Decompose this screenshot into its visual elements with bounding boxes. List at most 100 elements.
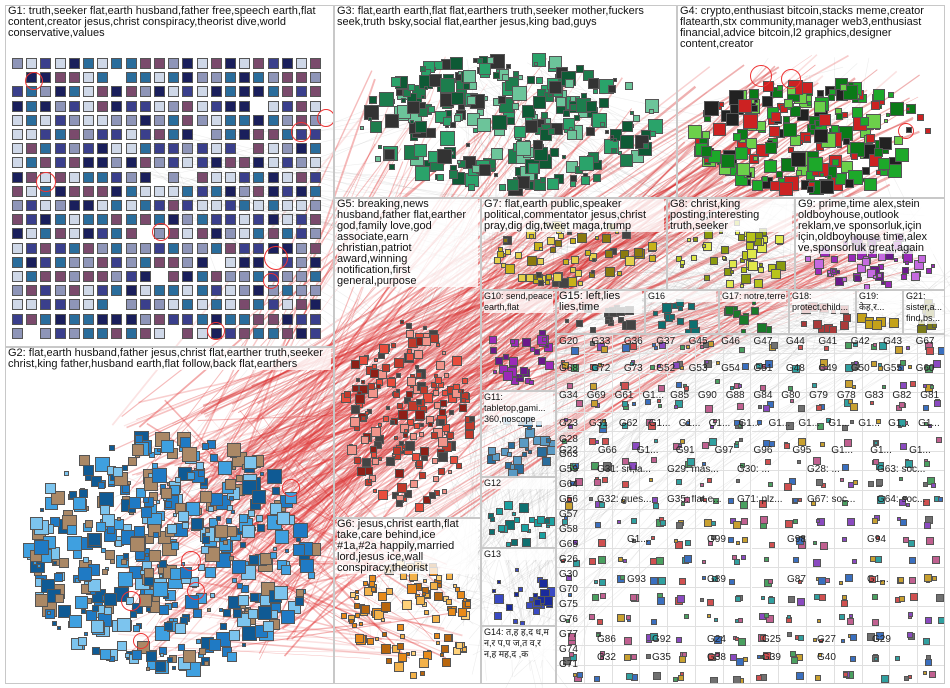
graph-node[interactable] (650, 577, 658, 585)
graph-node[interactable] (536, 77, 543, 84)
graph-node[interactable] (122, 485, 130, 493)
graph-node[interactable] (55, 200, 66, 211)
graph-node[interactable] (895, 656, 900, 661)
graph-node[interactable] (168, 243, 179, 254)
graph-node[interactable] (924, 574, 932, 582)
graph-node[interactable] (98, 482, 105, 489)
graph-node[interactable] (97, 129, 108, 140)
graph-node[interactable] (873, 89, 885, 101)
graph-node[interactable] (437, 174, 444, 181)
graph-node[interactable] (132, 444, 144, 456)
graph-node[interactable] (397, 403, 403, 409)
graph-node[interactable] (268, 86, 279, 97)
graph-node[interactable] (611, 148, 617, 154)
graph-node[interactable] (936, 437, 942, 443)
graph-node[interactable] (541, 112, 548, 119)
graph-node[interactable] (282, 214, 293, 225)
graph-node[interactable] (69, 143, 80, 154)
graph-node[interactable] (126, 299, 137, 310)
graph-node[interactable] (379, 92, 394, 107)
graph-node[interactable] (533, 140, 543, 150)
graph-node[interactable] (69, 328, 80, 339)
graph-node[interactable] (225, 328, 236, 339)
graph-node[interactable] (705, 405, 713, 413)
graph-node[interactable] (130, 537, 145, 552)
graph-node[interactable] (877, 273, 882, 278)
graph-node[interactable] (225, 72, 236, 83)
graph-node[interactable] (890, 102, 904, 116)
graph-node[interactable] (127, 481, 131, 485)
graph-node[interactable] (502, 74, 509, 81)
graph-node[interactable] (458, 608, 467, 617)
graph-node[interactable] (310, 72, 321, 83)
graph-node[interactable] (669, 314, 675, 320)
graph-node[interactable] (69, 172, 80, 183)
graph-node[interactable] (111, 243, 122, 254)
graph-node[interactable] (874, 148, 883, 157)
graph-node[interactable] (296, 257, 307, 268)
graph-node[interactable] (370, 369, 379, 378)
graph-node[interactable] (760, 516, 768, 524)
graph-node[interactable] (146, 667, 150, 671)
graph-node[interactable] (225, 200, 236, 211)
graph-node[interactable] (816, 479, 823, 486)
graph-node[interactable] (707, 478, 712, 483)
graph-node[interactable] (140, 72, 151, 83)
graph-node[interactable] (726, 113, 739, 126)
graph-node[interactable] (440, 78, 455, 93)
graph-node[interactable] (654, 439, 658, 443)
graph-node[interactable] (620, 154, 633, 167)
graph-node[interactable] (758, 405, 762, 409)
graph-node[interactable] (679, 656, 686, 663)
graph-node[interactable] (182, 157, 193, 168)
graph-node[interactable] (227, 443, 241, 457)
graph-node[interactable] (359, 356, 368, 365)
graph-node[interactable] (85, 520, 93, 528)
graph-node[interactable] (468, 184, 475, 191)
graph-node[interactable] (419, 658, 429, 668)
graph-node[interactable] (570, 104, 577, 111)
graph-node[interactable] (590, 383, 597, 390)
graph-node[interactable] (155, 661, 166, 672)
graph-node[interactable] (253, 314, 264, 325)
graph-node[interactable] (196, 462, 204, 470)
graph-node[interactable] (397, 624, 404, 631)
graph-node[interactable] (97, 271, 108, 282)
graph-node[interactable] (253, 172, 264, 183)
graph-node[interactable] (932, 556, 940, 564)
graph-node[interactable] (918, 255, 926, 263)
graph-node[interactable] (310, 200, 321, 211)
graph-node[interactable] (26, 285, 37, 296)
graph-node[interactable] (97, 58, 108, 69)
graph-node[interactable] (83, 299, 94, 310)
graph-node[interactable] (728, 498, 734, 504)
graph-node[interactable] (239, 228, 250, 239)
graph-node[interactable] (211, 200, 222, 211)
graph-node[interactable] (257, 524, 265, 532)
graph-node[interactable] (55, 314, 66, 325)
graph-node[interactable] (435, 377, 442, 384)
graph-node[interactable] (225, 214, 236, 225)
graph-node[interactable] (674, 539, 678, 543)
graph-node[interactable] (239, 200, 250, 211)
graph-node[interactable] (210, 493, 223, 506)
graph-node[interactable] (295, 597, 304, 606)
graph-node[interactable] (910, 381, 916, 387)
graph-node[interactable] (369, 96, 377, 104)
graph-node[interactable] (111, 257, 122, 268)
graph-node[interactable] (840, 321, 849, 330)
graph-node[interactable] (253, 186, 264, 197)
graph-node[interactable] (899, 596, 905, 602)
graph-node[interactable] (69, 243, 80, 254)
graph-node[interactable] (819, 114, 831, 126)
graph-node[interactable] (528, 163, 539, 174)
graph-node[interactable] (12, 314, 23, 325)
graph-node[interactable] (225, 243, 236, 254)
graph-node[interactable] (623, 559, 627, 563)
graph-node[interactable] (168, 101, 179, 112)
graph-node[interactable] (762, 176, 768, 182)
graph-node[interactable] (657, 597, 665, 605)
graph-node[interactable] (168, 143, 179, 154)
graph-node[interactable] (182, 328, 193, 339)
graph-node[interactable] (684, 386, 689, 391)
